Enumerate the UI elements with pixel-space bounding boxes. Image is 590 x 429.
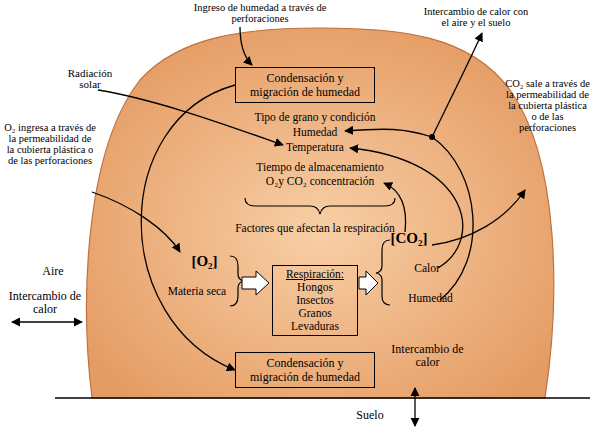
factor-text: O₂y CO₂ concentración [220, 175, 420, 188]
factor-text: Materia seca [157, 285, 237, 298]
annotation-label: Intercambio de calor [5, 290, 85, 316]
concentration-label: [CO₂] [383, 230, 435, 247]
silo-bag-dome: Tipo de grano y condiciónHumedadTemperat… [85, 25, 555, 400]
dome-outline [87, 28, 554, 398]
box-text: Hongos [275, 281, 355, 294]
heat-exchange-arrow [414, 388, 415, 426]
annotation-label: Ingreso de humedad a través de perforaci… [185, 2, 335, 24]
factor-text: Humedad [403, 292, 458, 305]
factor-text: Tipo de grano y condición [215, 111, 415, 124]
factor-text: Tiempo de almacenamiento [220, 161, 420, 174]
box-text: Condensación y migración de humedad [246, 356, 364, 384]
oxygen-arrow [92, 192, 180, 252]
annotation-label: Intercambio de calor con el aire y el su… [420, 6, 532, 28]
moisture-arrow [240, 27, 252, 65]
respiration-box: Respiración:HongosInsectosGranosLevadura… [272, 265, 358, 336]
bracket [230, 256, 244, 306]
co2-out-arrow [432, 190, 525, 245]
heat-exchange-arrow [12, 321, 82, 322]
junction-dot [429, 134, 435, 140]
co2-concentration-arrow [384, 183, 406, 232]
moisture-migration-connector [141, 85, 235, 370]
box-text: Granos [275, 307, 355, 320]
factor-text: Temperatura [215, 141, 415, 154]
heat-arrow [432, 33, 482, 137]
factor-text: Calor [407, 262, 447, 275]
annotation-label: Radiación solar [60, 68, 120, 90]
annotation-label: Aire [33, 266, 73, 277]
block-arrow [359, 271, 378, 295]
bracket [245, 198, 395, 214]
block-arrow [242, 271, 269, 295]
concentration-label: [O₂] [182, 253, 227, 270]
radiation-arrow [98, 90, 283, 145]
annotation-label: O₂ ingresa a través de la permeabilidad … [4, 122, 96, 166]
ground-line [55, 397, 590, 399]
factor-text: Humedad [215, 126, 415, 139]
annotation-label: CO₂ sale a través de la permeabilidad de… [505, 78, 590, 133]
box-text: Condensación y migración de humedad [246, 71, 364, 99]
process-box: Condensación y migración de humedad [235, 67, 375, 103]
box-text: Insectos [275, 294, 355, 307]
box-text: Levaduras [275, 320, 355, 333]
annotation-label: Suelo [345, 410, 395, 421]
heat-temperature-arrow [350, 148, 463, 268]
humidity-arrow [345, 129, 473, 300]
annotation-label: Intercambio de calor [390, 343, 465, 369]
process-box: Condensación y migración de humedad [235, 352, 375, 388]
box-heading: Respiración: [275, 268, 355, 281]
bracket [376, 240, 390, 305]
